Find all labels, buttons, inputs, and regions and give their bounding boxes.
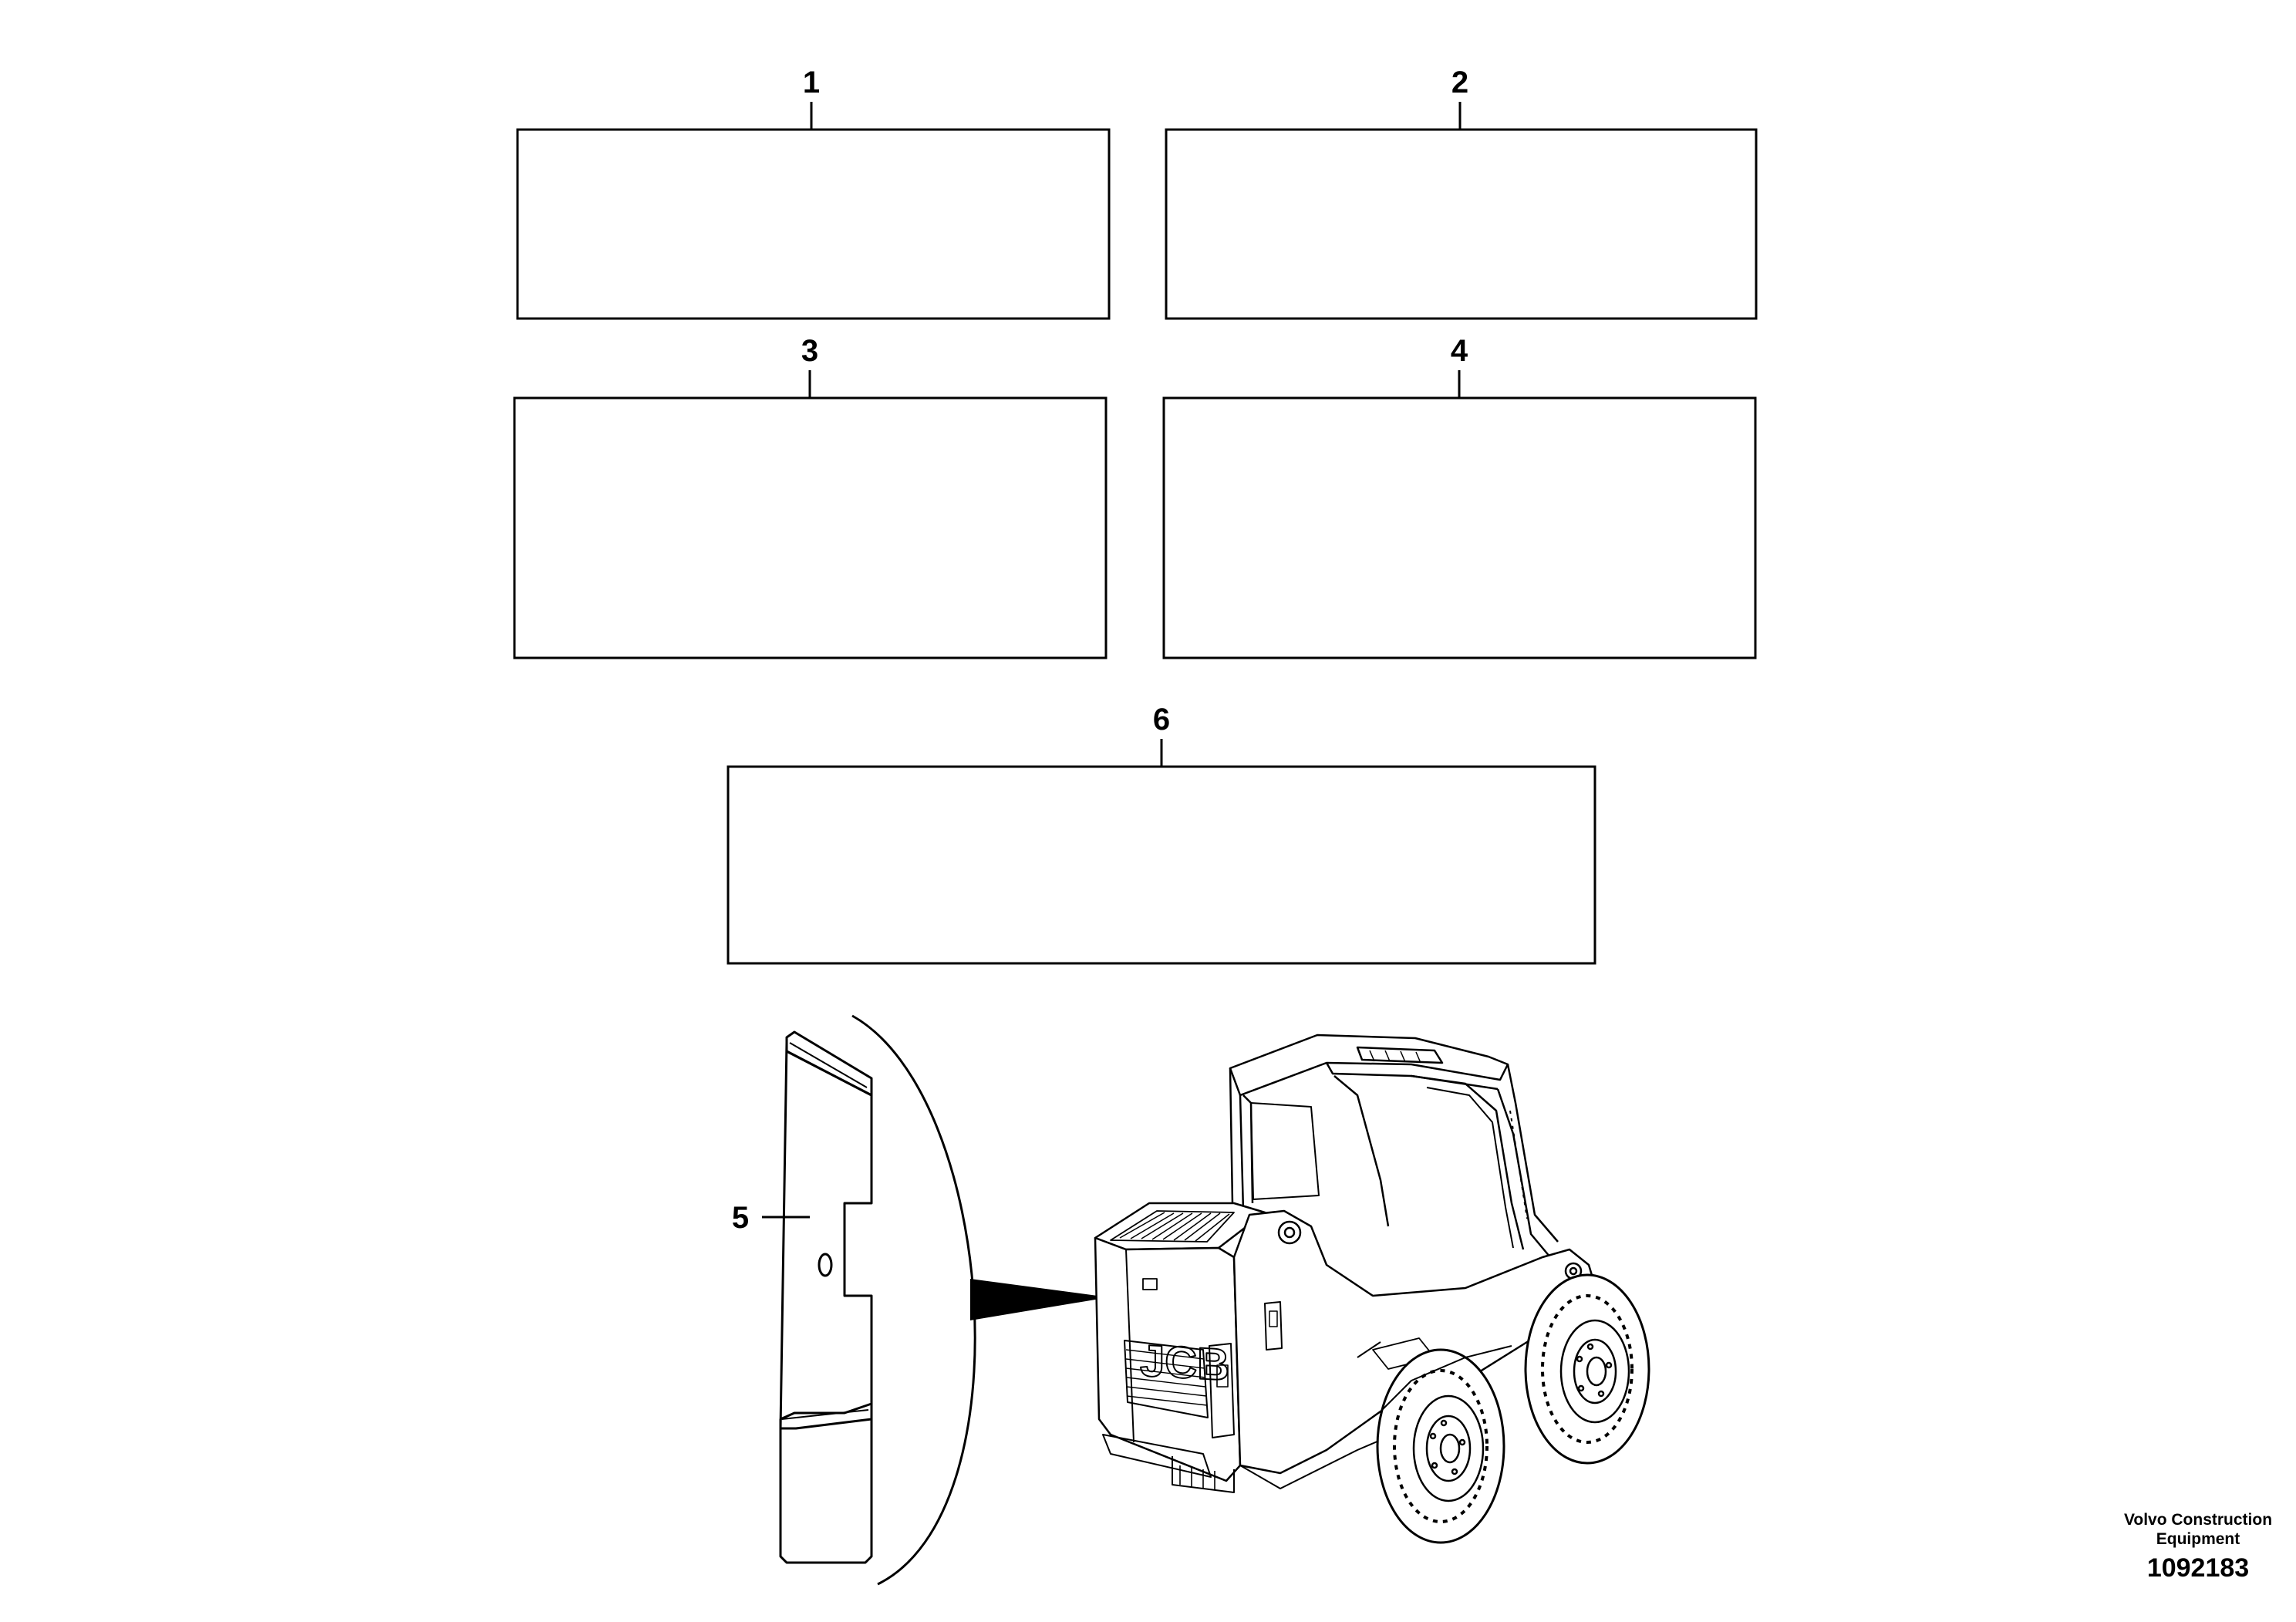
decal-box-1: 1 xyxy=(516,66,1111,320)
drawing-number: 1092183 xyxy=(2146,1553,2250,1583)
wheel-front xyxy=(1524,1273,1650,1465)
callout-1: 1 xyxy=(803,66,820,99)
callout-3: 3 xyxy=(801,334,818,368)
location-pointer xyxy=(970,1279,1109,1320)
wheel-rear xyxy=(1376,1348,1505,1544)
decal-box-6: 6 xyxy=(727,703,1596,965)
detail-view: 5 xyxy=(732,1014,1109,1586)
callout-6: 6 xyxy=(1153,703,1170,737)
decal-box-4: 4 xyxy=(1162,334,1757,659)
title-block: Volvo Construction Equipment 1092183 xyxy=(2082,1510,2296,1583)
callout-2: 2 xyxy=(1451,66,1468,99)
company-name: Volvo Construction Equipment xyxy=(2123,1511,2273,1548)
callout-5: 5 xyxy=(732,1201,749,1235)
decal-strip-5 xyxy=(779,1030,873,1564)
decal-box-2: 2 xyxy=(1165,66,1758,320)
decal-box-3: 3 xyxy=(513,334,1108,659)
callout-4: 4 xyxy=(1451,334,1468,368)
skid-steer-loader: JCB xyxy=(1094,1034,1650,1544)
